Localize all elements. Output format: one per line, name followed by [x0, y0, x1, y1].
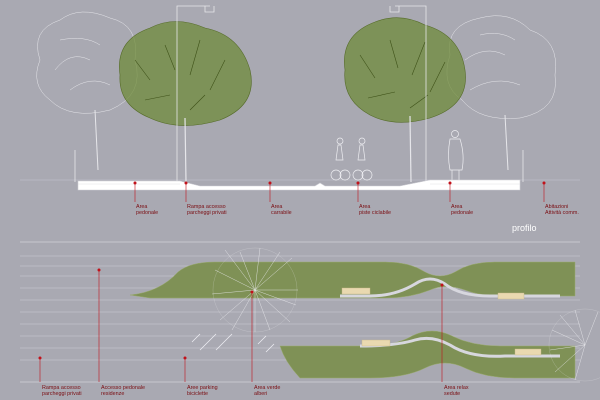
plan-green-strip-lower: [279, 330, 576, 379]
street-section: Area pedonale Rampa accesso parcheggi pr…: [20, 5, 580, 233]
street-plan: Rampa accesso parcheggi privati Accesso …: [20, 241, 600, 397]
plan-curved-path-lower: [359, 336, 560, 358]
tree-outline-right: [446, 15, 556, 171]
label-abitazioni: Abitazioni Attività comm.: [545, 204, 579, 216]
section-title: profilo: [512, 223, 537, 233]
pedestrian-figure: [448, 130, 464, 182]
plan-labels: Rampa accesso parcheggi privati Accesso …: [42, 385, 470, 397]
plan-green-strip-upper: [129, 261, 576, 299]
lamp-post-left: [176, 5, 215, 182]
label-area-relax: Area relax sedute: [444, 385, 470, 397]
label-area-carrabile: Area carrabile: [271, 204, 292, 216]
lamp-post-right: [389, 5, 427, 182]
plan-benches: [341, 287, 542, 356]
label-rampa-accesso: Rampa accesso parcheggi privati: [187, 204, 227, 216]
cyclist-figures: [330, 137, 373, 181]
plan-tree-crowns: [211, 247, 600, 382]
label-area-pedonale-right: Area pedonale: [451, 204, 473, 216]
plan-tree-crown-right: [548, 308, 600, 382]
plan-bike-parking: [191, 333, 275, 353]
label-accesso-pedonale: Accesso pedonale residenze: [101, 385, 147, 397]
label-area-pedonale-left: Area pedonale: [136, 204, 158, 216]
label-area-parking: Aree parking biciclette: [187, 385, 219, 397]
bollards: [74, 150, 524, 182]
plan-tree-crown-left: [211, 247, 298, 333]
tree-outline-left: [36, 11, 138, 171]
label-area-pista-ciclabile: Area piste ciclabile: [359, 204, 391, 216]
plan-callouts: [38, 268, 444, 382]
tree-green-right: [344, 17, 466, 183]
plan-curved-path-upper: [340, 277, 560, 298]
section-callouts: [133, 181, 546, 202]
label-area-verde: Area verde alberi: [254, 385, 282, 397]
tree-green-left: [119, 21, 252, 183]
label-rampa-accesso-plan: Rampa accesso parcheggi privati: [42, 385, 82, 397]
section-labels: Area pedonale Rampa accesso parcheggi pr…: [136, 204, 579, 216]
street-profile: [77, 179, 521, 191]
